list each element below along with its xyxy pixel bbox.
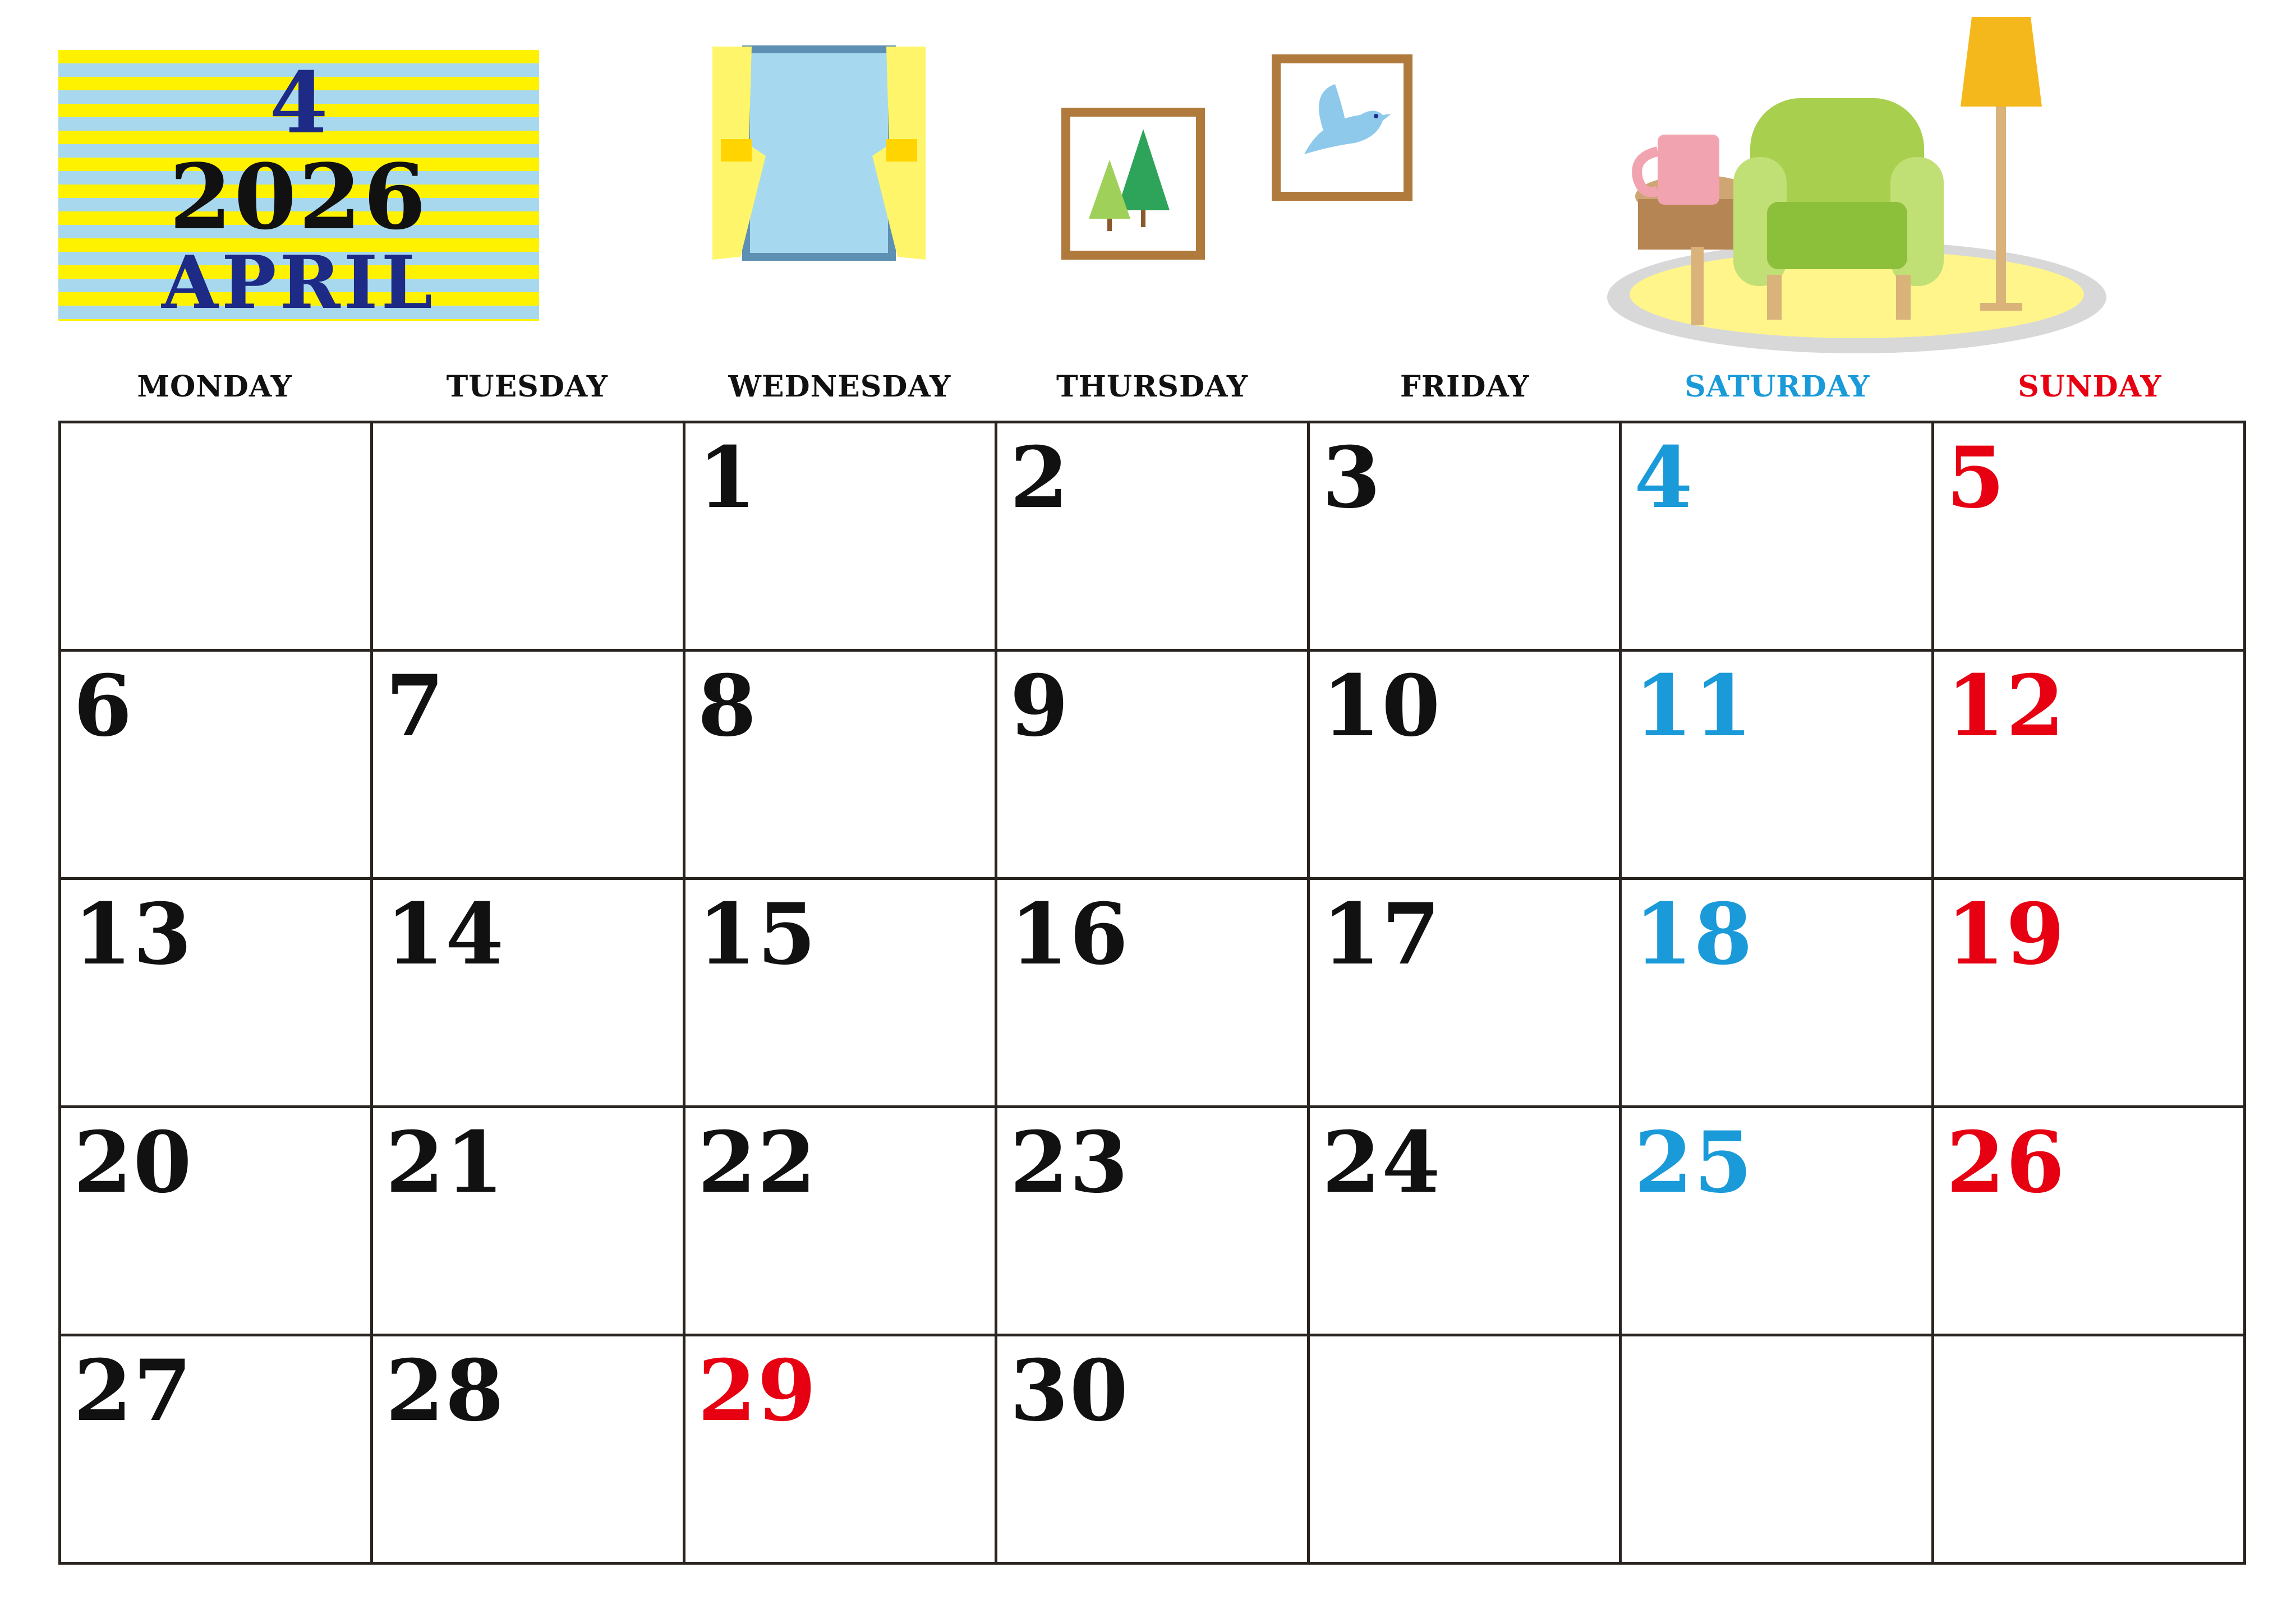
day-number: 20 xyxy=(73,1113,193,1212)
day-cell[interactable]: 3 xyxy=(1309,423,1622,652)
day-cell[interactable]: 27 xyxy=(61,1336,374,1565)
day-number: 22 xyxy=(697,1113,817,1212)
day-cell[interactable]: 18 xyxy=(1622,880,1934,1108)
day-cell[interactable]: 2 xyxy=(997,423,1310,652)
weekday-header: MONDAY TUESDAY WEDNESDAY THURSDAY FRIDAY SATU… xyxy=(58,366,2246,408)
weekday-label-wednesday: WEDNESDAY xyxy=(728,370,951,404)
day-number: 16 xyxy=(1010,885,1130,984)
weekday-label-tuesday: TUESDAY xyxy=(446,370,608,404)
day-cell[interactable]: 20 xyxy=(61,1108,374,1336)
day-cell[interactable]: 13 xyxy=(61,880,374,1108)
day-number: 12 xyxy=(1946,657,2066,755)
tree-picture-frame-icon xyxy=(1061,108,1205,260)
day-cell[interactable]: 14 xyxy=(373,880,685,1108)
day-cell[interactable]: 22 xyxy=(685,1108,998,1336)
day-cell[interactable]: 8 xyxy=(685,652,998,880)
year-title: 2026 xyxy=(169,144,429,250)
day-cell[interactable]: 9 xyxy=(997,652,1310,880)
weekday-label-saturday: SATURDAY xyxy=(1685,370,1870,404)
day-number: 21 xyxy=(385,1113,505,1212)
weekday-label-monday: MONDAY xyxy=(137,370,292,404)
day-cell[interactable]: 25 xyxy=(1622,1108,1934,1336)
day-number: 19 xyxy=(1946,885,2066,984)
day-cell[interactable]: 19 xyxy=(1934,880,2246,1108)
empty-day-cell xyxy=(373,423,685,652)
day-number: 2 xyxy=(1010,428,1070,527)
day-number: 24 xyxy=(1322,1113,1442,1212)
day-number: 28 xyxy=(385,1341,505,1440)
day-number: 23 xyxy=(1010,1113,1130,1212)
day-number: 30 xyxy=(1010,1341,1130,1440)
day-number: 13 xyxy=(73,885,193,984)
day-number: 14 xyxy=(385,885,505,984)
day-number: 9 xyxy=(1010,657,1070,755)
day-cell[interactable]: 17 xyxy=(1309,880,1622,1108)
day-number: 15 xyxy=(697,885,817,984)
day-cell[interactable]: 26 xyxy=(1934,1108,2246,1336)
day-number: 26 xyxy=(1946,1113,2066,1212)
weekday-label-friday: FRIDAY xyxy=(1400,370,1530,404)
day-cell[interactable]: 11 xyxy=(1622,652,1934,880)
day-cell[interactable]: 4 xyxy=(1622,423,1934,652)
day-cell[interactable]: 29 xyxy=(685,1336,998,1565)
day-cell[interactable]: 23 xyxy=(997,1108,1310,1336)
month-title-block: 4 2026 APRIL xyxy=(58,50,539,321)
day-number: 4 xyxy=(1634,428,1694,527)
bird-picture-frame-icon xyxy=(1272,54,1412,201)
day-number: 10 xyxy=(1322,657,1442,755)
month-number: 4 xyxy=(269,54,328,153)
weekday-label-sunday: SUNDAY xyxy=(2018,370,2162,404)
month-name: APRIL xyxy=(162,239,436,325)
day-cell[interactable]: 10 xyxy=(1309,652,1622,880)
empty-day-cell xyxy=(1622,1336,1934,1565)
day-cell[interactable]: 15 xyxy=(685,880,998,1108)
day-cell[interactable]: 6 xyxy=(61,652,374,880)
day-number: 1 xyxy=(697,428,758,527)
empty-day-cell xyxy=(1934,1336,2246,1565)
day-cell[interactable]: 21 xyxy=(373,1108,685,1336)
day-number: 27 xyxy=(73,1341,193,1440)
day-cell[interactable]: 24 xyxy=(1309,1108,1622,1336)
day-cell[interactable]: 1 xyxy=(685,423,998,652)
day-cell[interactable]: 7 xyxy=(373,652,685,880)
day-number: 5 xyxy=(1946,428,2006,527)
day-number: 3 xyxy=(1322,428,1382,527)
day-number: 25 xyxy=(1634,1113,1754,1212)
empty-day-cell xyxy=(1309,1336,1622,1565)
day-number: 7 xyxy=(385,657,445,755)
day-number: 18 xyxy=(1634,885,1754,984)
day-number: 8 xyxy=(697,657,758,755)
empty-day-cell xyxy=(61,423,374,652)
day-number: 6 xyxy=(73,657,134,755)
day-number: 29 xyxy=(697,1341,817,1440)
living-room-armchair-icon xyxy=(1607,17,2106,353)
day-cell[interactable]: 5 xyxy=(1934,423,2246,652)
day-cell[interactable]: 12 xyxy=(1934,652,2246,880)
day-number: 11 xyxy=(1634,657,1754,755)
window-curtains-icon xyxy=(712,45,926,261)
weekday-label-thursday: THURSDAY xyxy=(1056,370,1248,404)
day-cell[interactable]: 30 xyxy=(997,1336,1310,1565)
day-cell[interactable]: 16 xyxy=(997,880,1310,1108)
day-cell[interactable]: 28 xyxy=(373,1336,685,1565)
day-number: 17 xyxy=(1322,885,1442,984)
